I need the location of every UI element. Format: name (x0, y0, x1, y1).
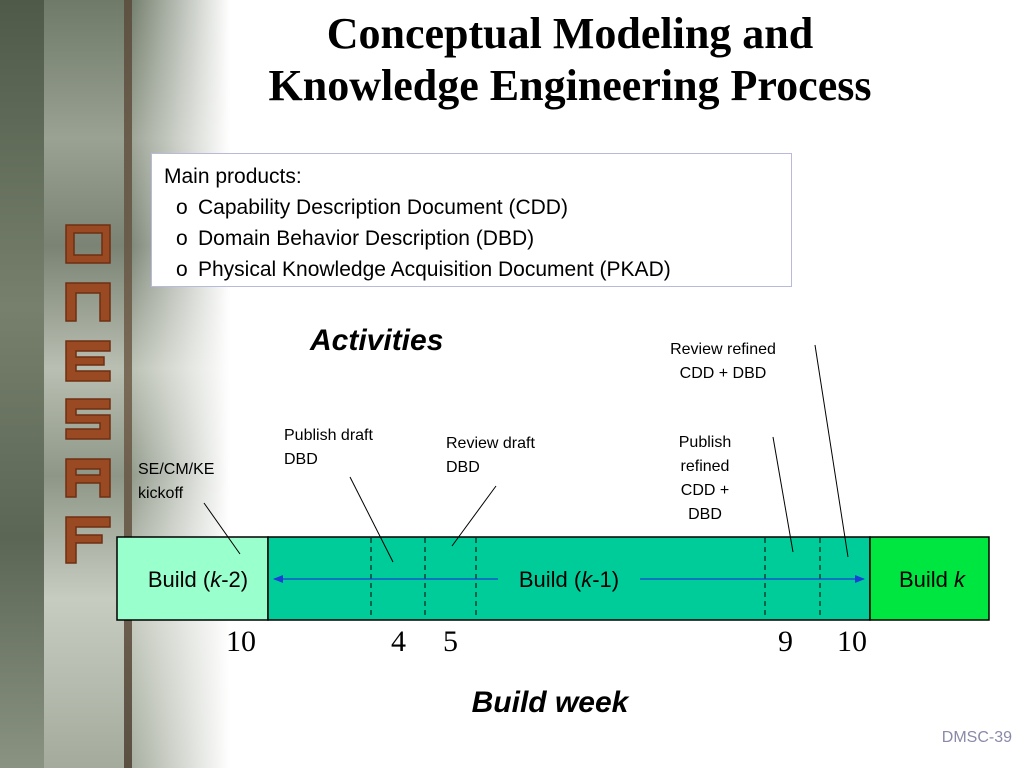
activities-heading: Activities (310, 324, 444, 357)
sidebar-band (0, 0, 44, 768)
build-label-next: Build k (899, 567, 966, 592)
build-label-suffix: -1) (592, 567, 619, 592)
activity-label-kickoff: SE/CM/KE kickoff (138, 458, 214, 506)
build-label-prefix: Build ( (148, 567, 211, 592)
week-number: 10 (837, 625, 867, 658)
activity-label-line: CDD + DBD (679, 365, 767, 382)
build-label-suffix: -2) (221, 567, 248, 592)
leader-line-kickoff (203, 502, 241, 555)
activity-label-line: Publish draft (284, 427, 373, 444)
activity-label-line: DBD (446, 459, 480, 476)
activity-label-line: refined (680, 458, 730, 475)
activity-label-line: kickoff (138, 485, 184, 502)
sidebar-stripe (124, 0, 132, 768)
leader-line-publish-draft (349, 476, 394, 563)
vertical-logo (65, 224, 111, 564)
slide-title: Conceptual Modeling and Knowledge Engine… (150, 8, 990, 112)
activity-label-line: Review draft (446, 435, 535, 452)
product-item-label: Physical Knowledge Acquisition Document … (198, 258, 671, 281)
activity-label-line: Publish (678, 434, 732, 451)
leader-line-review-draft (451, 485, 497, 547)
activity-label-publish-draft: Publish draft DBD (284, 424, 373, 472)
week-number: 5 (443, 625, 458, 658)
product-item-label: Capability Description Document (CDD) (198, 196, 568, 219)
title-line-2: Knowledge Engineering Process (268, 61, 872, 110)
activity-label-line: Review refined (670, 341, 776, 358)
activity-label-line: DBD (688, 506, 722, 523)
bullet-marker: o (176, 258, 188, 281)
slide-footer: DMSC-39 (941, 729, 1012, 746)
build-label-prefix: Build (899, 567, 954, 592)
main-products-box: Main products: o Capability Description D… (151, 153, 792, 287)
build-label-previous: Build (k-2) (148, 567, 248, 592)
activity-label-review-draft: Review draft DBD (446, 432, 535, 480)
activity-label-line: DBD (284, 451, 318, 468)
activity-label-publish-refined: Publish refined CDD + DBD (660, 431, 750, 527)
build-label-variable: k (210, 567, 222, 592)
bullet-marker: o (176, 196, 188, 219)
axis-label-build-week: Build week (471, 686, 629, 719)
build-label-variable: k (954, 567, 966, 592)
build-label-variable: k (581, 567, 593, 592)
leader-line-review-refined (814, 344, 849, 558)
sidebar-decoration (0, 0, 230, 768)
build-label-current: Build (k-1) (519, 567, 619, 592)
title-line-1: Conceptual Modeling and (326, 9, 814, 58)
bullet-marker: o (176, 227, 188, 250)
product-item-dbd: o Domain Behavior Description (DBD) (164, 223, 791, 254)
activity-label-review-refined: Review refined CDD + DBD (648, 338, 798, 386)
build-box-previous (116, 536, 269, 621)
leader-line-publish-refined (772, 436, 794, 553)
build-label-prefix: Build ( (519, 567, 582, 592)
build-box-next (869, 536, 990, 621)
week-number: 10 (226, 625, 256, 658)
activity-label-line: SE/CM/KE (138, 461, 215, 478)
activity-label-line: CDD + (680, 482, 730, 499)
product-item-pkad: o Physical Knowledge Acquisition Document… (164, 254, 791, 285)
week-number: 4 (391, 625, 406, 658)
product-item-label: Domain Behavior Description (DBD) (198, 227, 535, 250)
products-heading: Main products: (164, 165, 302, 188)
product-item-cdd: o Capability Description Document (CDD) (164, 192, 791, 223)
week-number: 9 (778, 625, 793, 658)
